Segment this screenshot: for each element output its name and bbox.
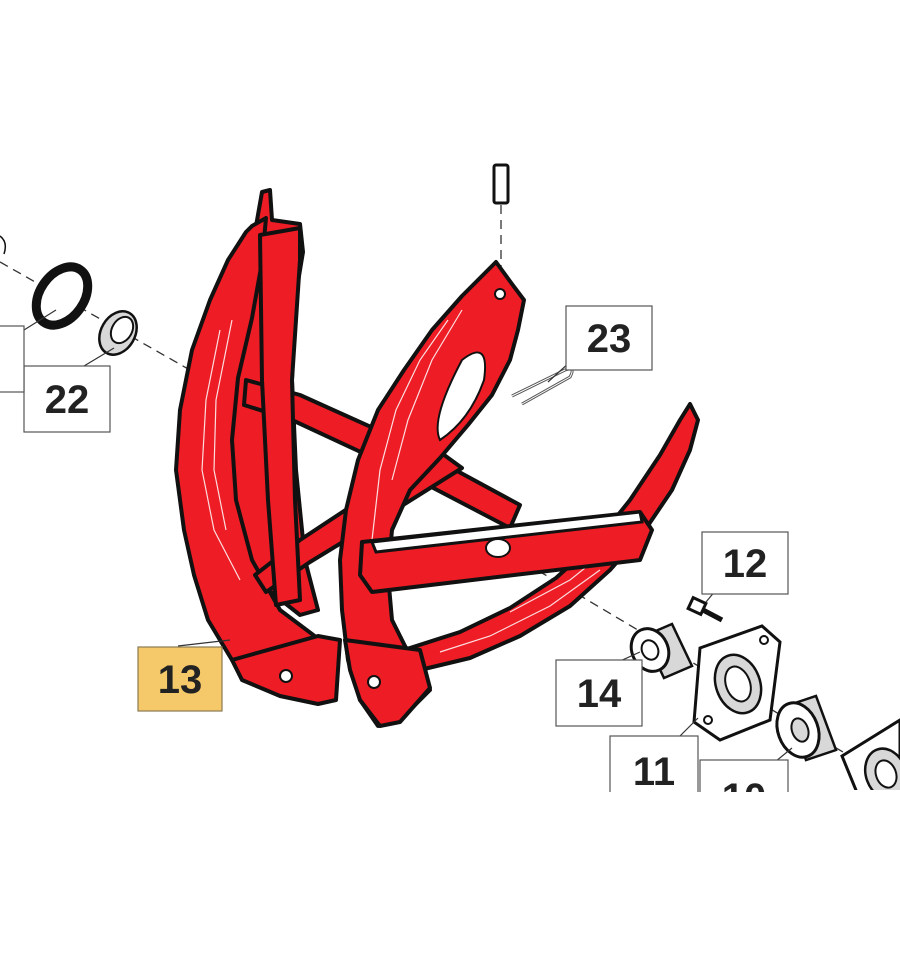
callout-13-label: 13 bbox=[158, 658, 203, 702]
leader-13 bbox=[177, 639, 231, 647]
callout-11-label: 11 bbox=[633, 750, 675, 794]
callout-8[interactable]: 8 bbox=[0, 325, 25, 393]
callout-22-label: 22 bbox=[45, 378, 90, 422]
tine-top-hole bbox=[494, 288, 506, 300]
mounting-plate-right bbox=[343, 638, 432, 728]
mounting-hole-left bbox=[279, 669, 293, 683]
callout-23-label: 23 bbox=[587, 317, 632, 361]
callout-22[interactable]: 22 bbox=[23, 365, 111, 433]
vertical-strap bbox=[258, 226, 302, 607]
left-axis-line bbox=[0, 261, 191, 371]
leader-8 bbox=[23, 309, 57, 331]
bottom-crop-mask bbox=[600, 792, 900, 962]
left-bushing bbox=[98, 310, 138, 356]
bolt-12 bbox=[686, 595, 724, 623]
leader-22 bbox=[83, 347, 115, 367]
callout-14-label: 14 bbox=[577, 672, 622, 716]
callout-13[interactable]: 13 bbox=[137, 646, 223, 712]
left-washer bbox=[31, 262, 93, 330]
flange-bearing-10 bbox=[840, 718, 900, 802]
left-edge-part bbox=[0, 235, 7, 255]
hair-pin-clip bbox=[511, 367, 574, 406]
flange-plate-11 bbox=[692, 624, 782, 742]
callout-14[interactable]: 14 bbox=[555, 659, 643, 727]
callout-12[interactable]: 12 bbox=[701, 531, 789, 595]
bearing-ring bbox=[775, 694, 838, 762]
mounting-hole-right bbox=[367, 675, 381, 689]
tine-assembly bbox=[174, 188, 700, 728]
callout-12-label: 12 bbox=[723, 542, 768, 586]
callout-23[interactable]: 23 bbox=[565, 305, 653, 371]
top-pin bbox=[492, 163, 510, 205]
